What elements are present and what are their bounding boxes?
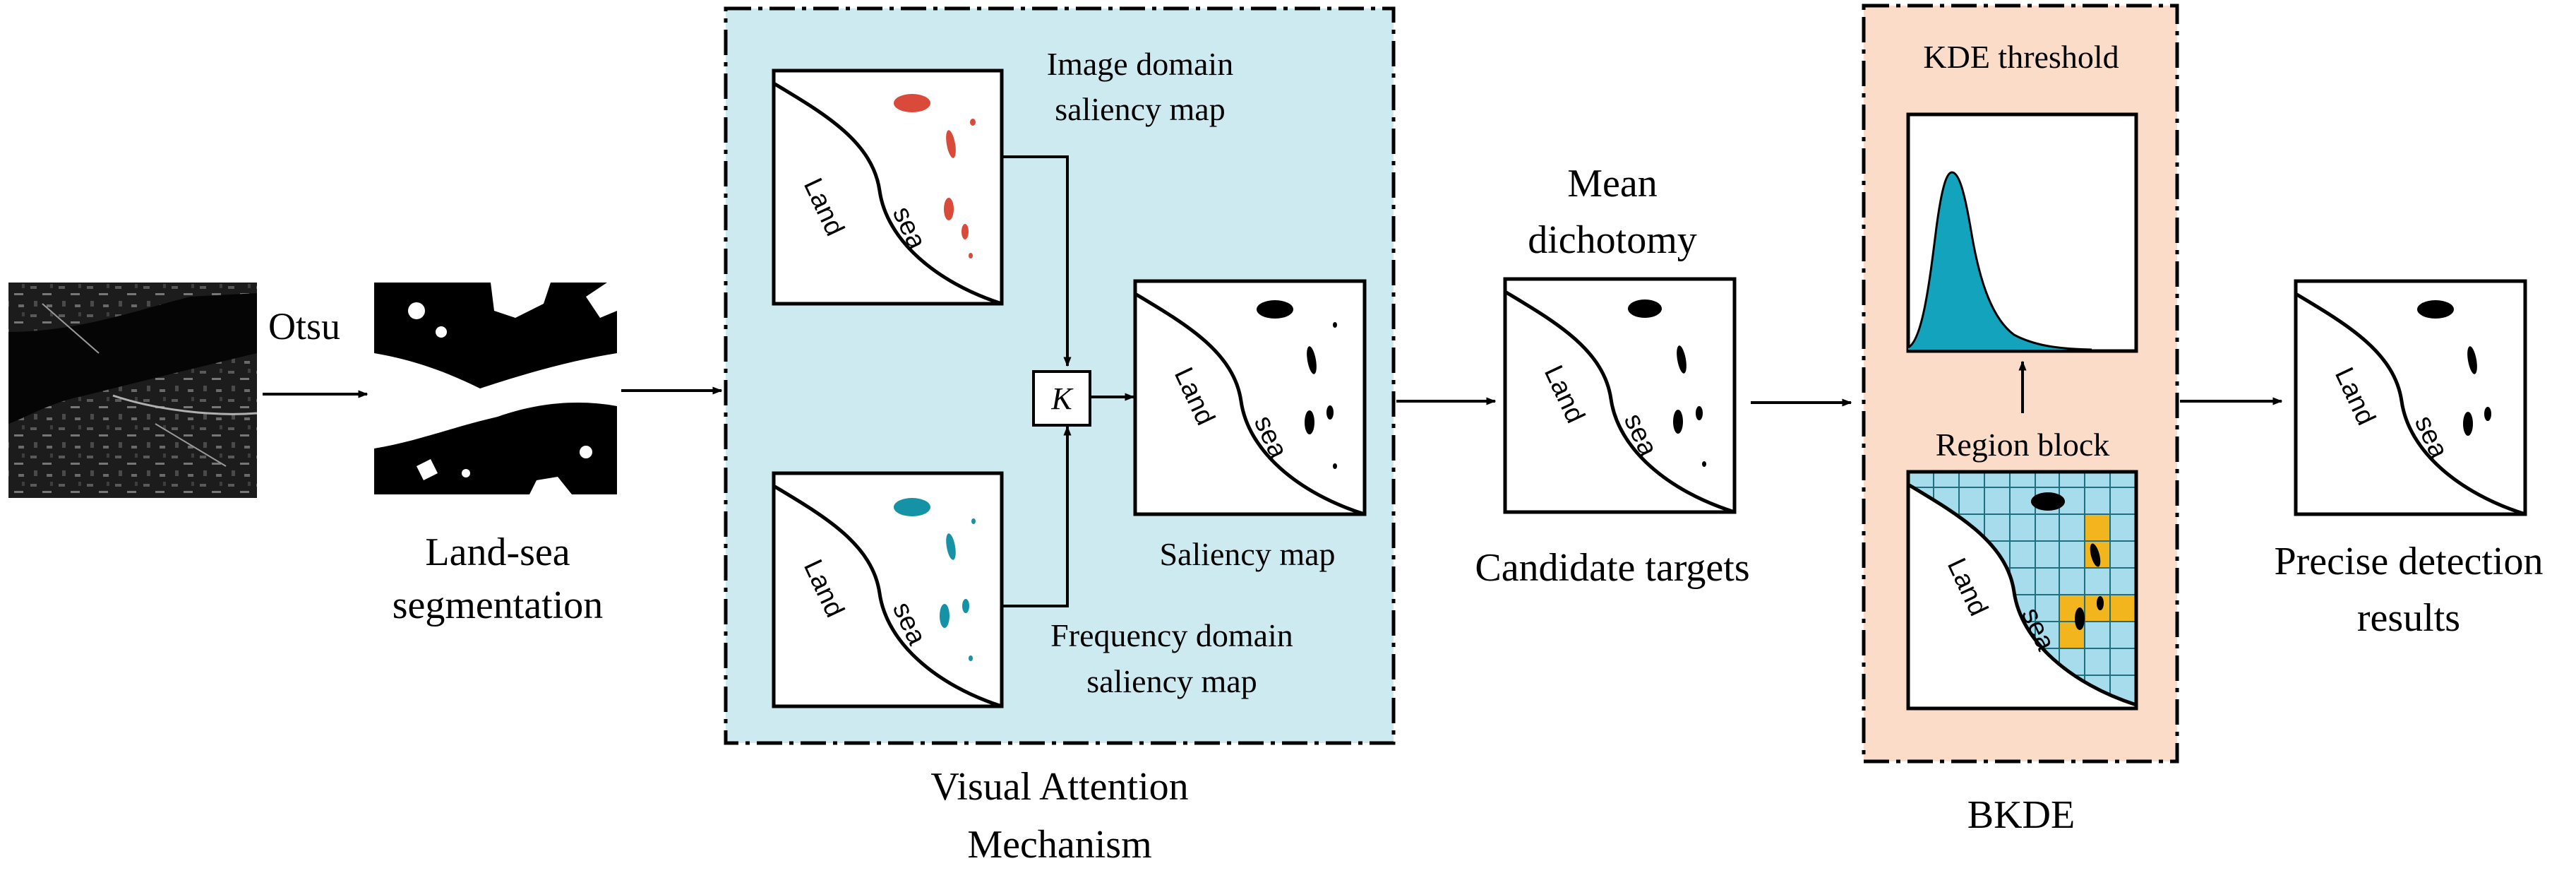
target-blob — [946, 533, 956, 560]
precise-detection-label-line1: Precise detection — [2275, 540, 2544, 583]
saliency-map: Land sea — [1133, 279, 1367, 516]
target-blob — [969, 253, 973, 259]
target-blob — [2467, 346, 2477, 374]
target-blob — [970, 119, 976, 126]
otsu-label: Otsu — [268, 305, 340, 348]
target-blob — [2075, 607, 2085, 630]
target-blob — [1673, 410, 1683, 434]
region-block-grid: Land sea — [1906, 470, 2138, 711]
bkde-label: BKDE — [1967, 793, 2075, 837]
target-blob — [2090, 543, 2101, 567]
target-blob — [1628, 299, 1662, 318]
target-blob — [969, 655, 973, 661]
target-blob — [2417, 300, 2454, 319]
frequency-domain-label-line2: saliency map — [1086, 663, 1257, 699]
image-domain-saliency-map: Land sea — [772, 69, 1004, 306]
kde-curve — [1908, 172, 2092, 350]
target-blob — [2484, 407, 2491, 421]
kde-curve-plot — [1906, 112, 2138, 353]
highlighted-block — [2085, 514, 2110, 541]
fusion-connectors — [1002, 155, 1135, 607]
target-blob — [944, 198, 954, 220]
target-blob — [1257, 300, 1293, 319]
land-region — [1908, 485, 2136, 708]
target-blob — [894, 498, 930, 516]
fusion-operator-box — [1032, 370, 1091, 427]
land-sea-label-line2: segmentation — [393, 583, 604, 627]
target-blob — [961, 224, 969, 239]
region-block-label: Region block — [1936, 427, 2110, 463]
precise-detection-label-line2: results — [2357, 596, 2460, 640]
visual-attention-label-line2: Mechanism — [967, 823, 1151, 867]
highlighted-block — [2085, 595, 2110, 622]
candidate-targets-label: Candidate targets — [1475, 546, 1749, 590]
target-blob — [2031, 492, 2065, 511]
target-blob — [1305, 410, 1314, 434]
target-blob — [1326, 405, 1334, 420]
target-blob — [1307, 346, 1317, 374]
target-blob — [1696, 406, 1703, 420]
target-blob — [971, 518, 976, 524]
highlighted-block — [2110, 595, 2136, 622]
saliency-map-label: Saliency map — [1159, 536, 1335, 572]
mean-dichotomy-label-line1: Mean — [1567, 162, 1658, 206]
image-domain-label-line1: Image domain — [1047, 46, 1233, 82]
target-blob — [2097, 596, 2104, 610]
target-blob — [946, 130, 956, 158]
frequency-domain-label-line1: Frequency domain — [1050, 617, 1293, 653]
land-sea-label-line1: Land-sea — [425, 530, 570, 574]
target-blob — [1333, 322, 1337, 328]
target-blob — [1677, 345, 1687, 374]
segmentation-mask-icon — [374, 283, 617, 494]
mean-dichotomy-label-line2: dichotomy — [1528, 218, 1697, 262]
satellite-image-icon — [8, 283, 258, 498]
candidate-targets-map: Land sea — [1503, 277, 1737, 514]
precise-detection-map: Land sea — [2294, 279, 2527, 516]
frequency-domain-saliency-map: Land sea — [772, 471, 1004, 708]
target-blob — [894, 94, 930, 112]
target-blob — [2463, 412, 2473, 436]
target-blob — [962, 599, 969, 613]
visual-attention-label-line1: Visual Attention — [930, 765, 1188, 809]
target-blob — [940, 604, 949, 628]
kde-threshold-label: KDE threshold — [1923, 39, 2119, 75]
image-domain-label-line2: saliency map — [1055, 91, 1225, 127]
target-blob — [1702, 461, 1706, 467]
fusion-operator-symbol: K — [1050, 381, 1074, 416]
target-blob — [1333, 463, 1337, 469]
